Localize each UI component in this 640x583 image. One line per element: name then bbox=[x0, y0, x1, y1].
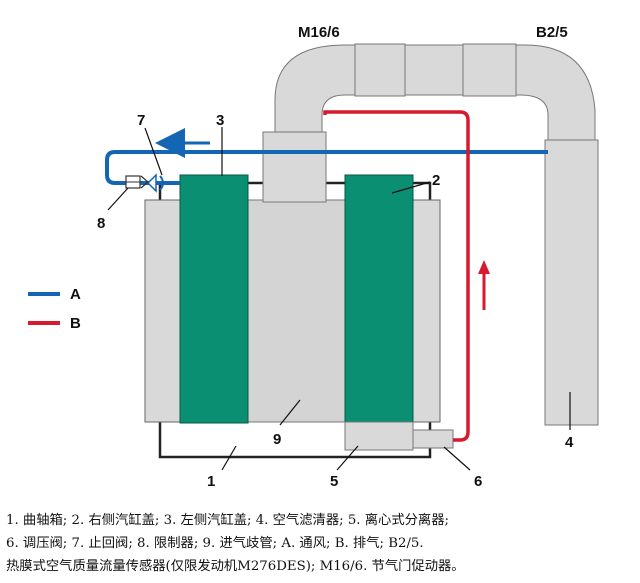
leader-9 bbox=[279, 399, 301, 426]
air-filter bbox=[544, 139, 599, 426]
callout-2: 2 bbox=[432, 172, 440, 189]
leader-2 bbox=[391, 181, 431, 194]
callout-1: 1 bbox=[207, 473, 215, 490]
air-mass-sensor bbox=[462, 43, 517, 97]
figure-caption: 1. 曲轴箱; 2. 右侧汽缸盖; 3. 左侧汽缸盖; 4. 空气滤清器; 5.… bbox=[6, 509, 636, 578]
intake-manifold-body bbox=[247, 199, 347, 423]
callout-4: 4 bbox=[565, 434, 574, 451]
leader-1 bbox=[221, 445, 237, 471]
exhaust-line bbox=[323, 110, 470, 442]
callout-5: 5 bbox=[330, 473, 338, 490]
leader-7 bbox=[144, 127, 163, 176]
leader-8 bbox=[107, 187, 129, 211]
callout-8: 8 bbox=[97, 215, 105, 232]
intake-riser bbox=[262, 131, 327, 203]
caption-line-2: 6. 调压阀; 7. 止回阀; 8. 限制器; 9. 进气歧管; A. 通风; … bbox=[6, 536, 424, 551]
pressure-regulator-valve bbox=[412, 429, 454, 449]
caption-line-1: 1. 曲轴箱; 2. 右侧汽缸盖; 3. 左侧汽缸盖; 4. 空气滤清器; 5.… bbox=[6, 513, 449, 528]
throttle-actuator bbox=[354, 43, 406, 97]
leader-5 bbox=[336, 445, 359, 471]
callout-6: 6 bbox=[474, 473, 482, 490]
intake-duct bbox=[274, 44, 596, 141]
restrictor bbox=[125, 175, 149, 189]
callout-b2-5: B2/5 bbox=[536, 24, 568, 41]
legend: A B bbox=[28, 286, 81, 332]
leader-6 bbox=[443, 446, 471, 471]
callout-7: 7 bbox=[137, 112, 145, 129]
exhaust-flow-arrow bbox=[478, 260, 490, 310]
caption-line-3: 热膜式空气质量流量传感器(仅限发动机M276DES); M16/6. 节气门促动… bbox=[6, 559, 465, 574]
callout-3: 3 bbox=[216, 112, 224, 129]
ventilation-line bbox=[105, 150, 548, 185]
legend-a-label: A bbox=[70, 286, 81, 303]
right-cylinder-head bbox=[344, 174, 414, 424]
crankcase-ventilation-diagram: 7 3 2 8 9 1 5 6 4 M16/6 B2/5 A B bbox=[28, 24, 599, 490]
callout-9: 9 bbox=[273, 431, 281, 448]
check-valve bbox=[146, 173, 164, 193]
centrifugal-separator bbox=[344, 421, 414, 451]
callout-m16-6: M16/6 bbox=[298, 24, 340, 41]
left-cylinder-head bbox=[179, 174, 249, 424]
legend-b-label: B bbox=[70, 315, 81, 332]
